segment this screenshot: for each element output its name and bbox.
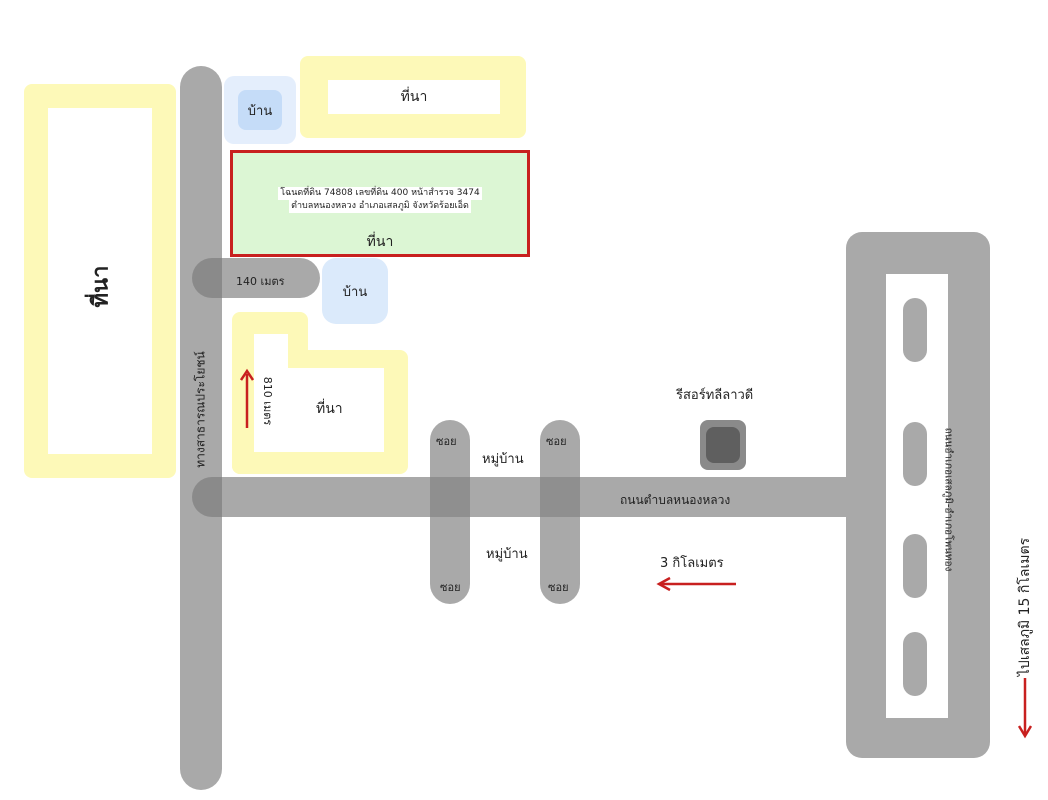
soi-1-bottom-label: ซอย [440,581,461,594]
distance-3km-label: 3 กิโลเมตร [660,556,724,571]
arrow-down-icon [1017,676,1033,740]
main-road [192,477,882,517]
main-road-label: ถนนตำบลหนองหลวง [620,493,731,507]
village-bottom-label: หมู่บ้าน [486,547,528,562]
resort-label: รีสอร์ทลีลาวดี [676,388,754,403]
plot-label: ที่นา [366,234,394,250]
house-mid-label: บ้าน [342,284,368,300]
plot-deed-line1: โฉนดที่ดิน 74808 เลขที่ดิน 400 หน้าสำรวจ… [278,187,482,200]
soi-2-top-label: ซอย [546,435,567,448]
arrow-left-icon [656,576,738,592]
to-selaphum-label: ไปเสลภูมิ 15 กิโลเมตร [1017,537,1033,677]
distance-810-label: 810 เมตร [261,376,274,426]
house-top-label: บ้าน [247,103,273,119]
top-field-label: ที่นา [400,89,428,105]
arrow-up-icon [239,368,255,430]
village-top-label: หมู่บ้าน [482,452,524,467]
left-field: ที่นา [24,84,176,478]
top-field: ที่นา [300,56,526,138]
spur-road-label: 140 เมตร [236,275,285,288]
lower-field-label: ที่นา [316,401,343,417]
house-mid: บ้าน [322,258,388,324]
soi-1-top-label: ซอย [436,435,457,448]
plot-deed-line2: ตำบลหนองหลวง อำเภอเสลภูมิ จังหวัดร้อยเอ็… [289,200,471,213]
highway-label: ถนนอำเภอเสลภูมิ-อำเภอโพนทอง [942,427,954,572]
left-field-label: ที่นา [88,265,114,308]
land-plot: โฉนดที่ดิน 74808 เลขที่ดิน 400 หน้าสำรวจ… [230,150,530,257]
soi-2-bottom-label: ซอย [548,581,569,594]
house-top: บ้าน [224,76,296,144]
resort-marker [700,420,746,470]
public-road-label: ทางสาธารณประโยชน์ [193,351,208,468]
lower-field: ที่นา [232,312,408,474]
public-road [180,66,222,790]
highway [846,232,990,758]
